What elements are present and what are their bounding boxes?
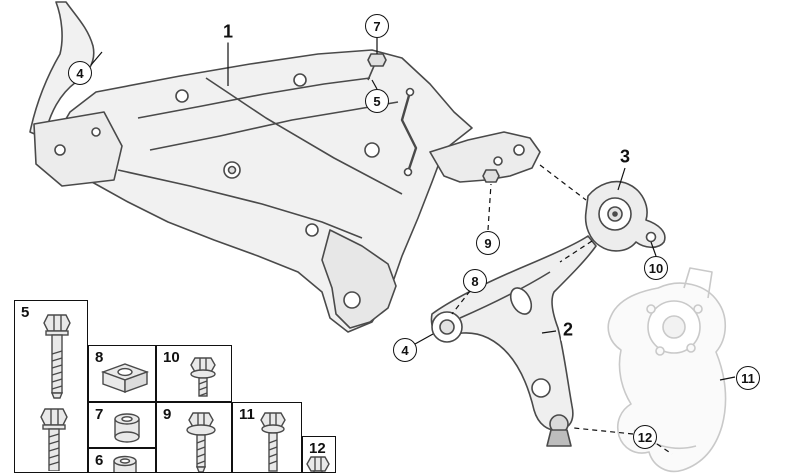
callout-4-control-arm[interactable]: 4 [393,338,417,362]
callout-11[interactable]: 11 [736,366,760,390]
small-screw-icon [190,357,216,397]
callout-label: 8 [471,273,479,289]
legend-box-9[interactable]: 9 [156,402,232,473]
legend-label: 8 [95,349,104,366]
bolt-head-icon [306,456,330,472]
legend-box-5[interactable]: 5 [14,300,88,473]
callout-3[interactable]: 3 [617,146,633,168]
legend-box-7[interactable]: 7 [88,402,156,448]
washer-bolt-icon [186,412,216,472]
callout-label: 3 [619,146,631,167]
callout-label: 4 [76,65,84,81]
callout-label: 5 [373,93,381,109]
callout-label: 10 [648,260,664,276]
legend-label: 10 [163,349,180,366]
callout-label: 12 [637,429,653,445]
callout-2[interactable]: 2 [560,319,576,341]
legend-label: 9 [163,406,172,423]
legend-label: 5 [21,304,30,321]
callout-4-subframe[interactable]: 4 [68,61,92,85]
long-bolts-icon [40,314,71,471]
callout-1[interactable]: 1 [220,21,236,43]
leader-lines [90,38,736,455]
flange-bolt-icon [260,412,286,472]
steering-knuckle-drawing [607,267,727,473]
legend-label: 6 [95,452,104,469]
legend-label: 12 [309,440,326,457]
rubber-mount-drawing [584,180,666,252]
callout-7[interactable]: 7 [365,14,389,38]
callout-10[interactable]: 10 [644,256,668,280]
callout-8[interactable]: 8 [463,269,487,293]
callout-label: 2 [562,319,574,340]
callout-label: 1 [222,21,234,42]
legend-box-6[interactable]: 6 [88,448,156,473]
control-arm-drawing [430,235,597,447]
callout-12[interactable]: 12 [633,425,657,449]
spacer-sleeve-icon [113,455,137,472]
legend-label: 11 [239,406,255,423]
subframe-drawing [29,1,541,333]
legend-box-8[interactable]: 8 [88,345,156,402]
legend-label: 7 [95,406,104,423]
dashed-reference-lines [451,164,673,455]
legend-box-12[interactable]: 12 [302,436,336,473]
callout-9[interactable]: 9 [476,231,500,255]
callout-label: 9 [484,235,492,251]
bushing-sleeve-icon [114,413,140,443]
callout-label: 11 [741,370,755,386]
square-nut-icon [100,363,150,393]
callout-label: 4 [401,342,409,358]
legend-box-11[interactable]: 11 [232,402,302,473]
callout-5[interactable]: 5 [365,89,389,113]
legend-box-10[interactable]: 10 [156,345,232,402]
callout-label: 7 [373,18,381,34]
